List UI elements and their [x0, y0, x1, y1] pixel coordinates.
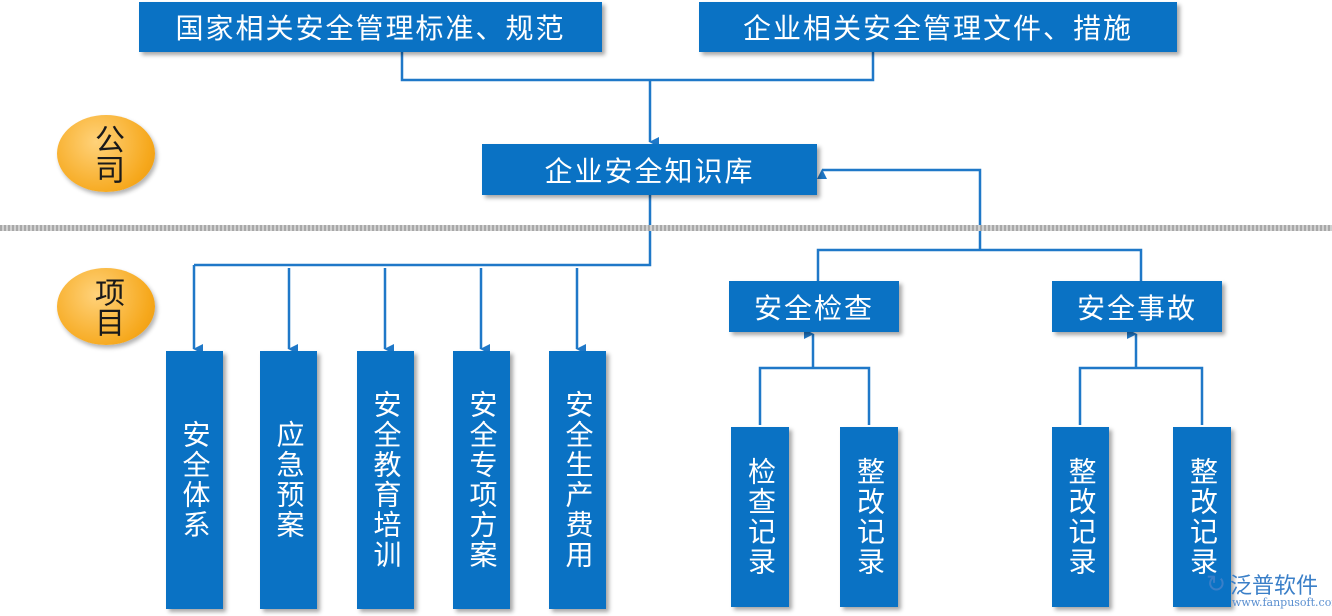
project-item-box: 安全专项方案: [453, 351, 510, 609]
enterprise-documents-box: 企业相关安全管理文件、措施: [699, 2, 1177, 52]
line-inspection-children: [758, 366, 871, 425]
project-item-label: 安全教育培训: [369, 390, 403, 570]
project-item-label: 应急预案: [272, 420, 306, 540]
brand-url: www.fanpusoft.com: [1232, 596, 1332, 609]
safety-inspection-box: 安全检查: [729, 281, 899, 332]
accident-rectification-label: 整改记录: [1186, 457, 1219, 577]
inspection-record-label: 检查记录: [744, 457, 777, 577]
accident-rectification-label: 整改记录: [1064, 457, 1098, 577]
project-item-label: 安全专项方案: [465, 390, 499, 570]
inspection-rectification-label: 整改记录: [853, 457, 886, 577]
inspection-record-box: 检查记录: [731, 427, 789, 607]
safety-accident-label: 安全事故: [1076, 291, 1197, 325]
project-level-badge: 项目: [57, 268, 155, 345]
knowledge-base-box: 企业安全知识库: [482, 144, 817, 195]
national-standards-label: 国家相关安全管理标准、规范: [175, 12, 566, 45]
safety-inspection-label: 安全检查: [753, 291, 874, 325]
project-item-label: 安全生产费用: [561, 390, 595, 570]
project-item-box: 安全体系: [166, 351, 223, 609]
accident-rectification-box: 整改记录: [1173, 427, 1231, 607]
project-level-label: 项目: [89, 276, 124, 337]
safety-accident-box: 安全事故: [1052, 281, 1222, 332]
accident-rectification-box: 整改记录: [1052, 427, 1109, 607]
company-level-badge: 公司: [57, 115, 155, 192]
arrow-to-kb-right: [817, 168, 982, 250]
line-national-to-kb: [400, 52, 875, 82]
enterprise-documents-label: 企业相关安全管理文件、措施: [742, 12, 1133, 45]
line-kb-to-projects: [194, 195, 652, 267]
project-item-label: 安全体系: [178, 420, 212, 540]
inspection-rectification-box: 整改记录: [840, 427, 898, 607]
project-item-box: 安全生产费用: [549, 351, 606, 609]
company-level-label: 公司: [89, 123, 124, 184]
knowledge-base-label: 企业安全知识库: [544, 154, 755, 188]
national-standards-box: 国家相关安全管理标准、规范: [139, 2, 602, 52]
company-project-divider: [0, 225, 1332, 231]
project-item-box: 应急预案: [260, 351, 317, 609]
brand-name: 泛普软件: [1230, 574, 1319, 599]
project-item-box: 安全教育培训: [357, 351, 414, 609]
brand-watermark: ↻ 泛普软件 www.fanpusoft.com: [1202, 568, 1332, 614]
logo-swirl-icon: ↻: [1206, 570, 1227, 598]
line-accident-children: [1078, 366, 1204, 425]
line-checks-to-kb: [816, 248, 1143, 281]
